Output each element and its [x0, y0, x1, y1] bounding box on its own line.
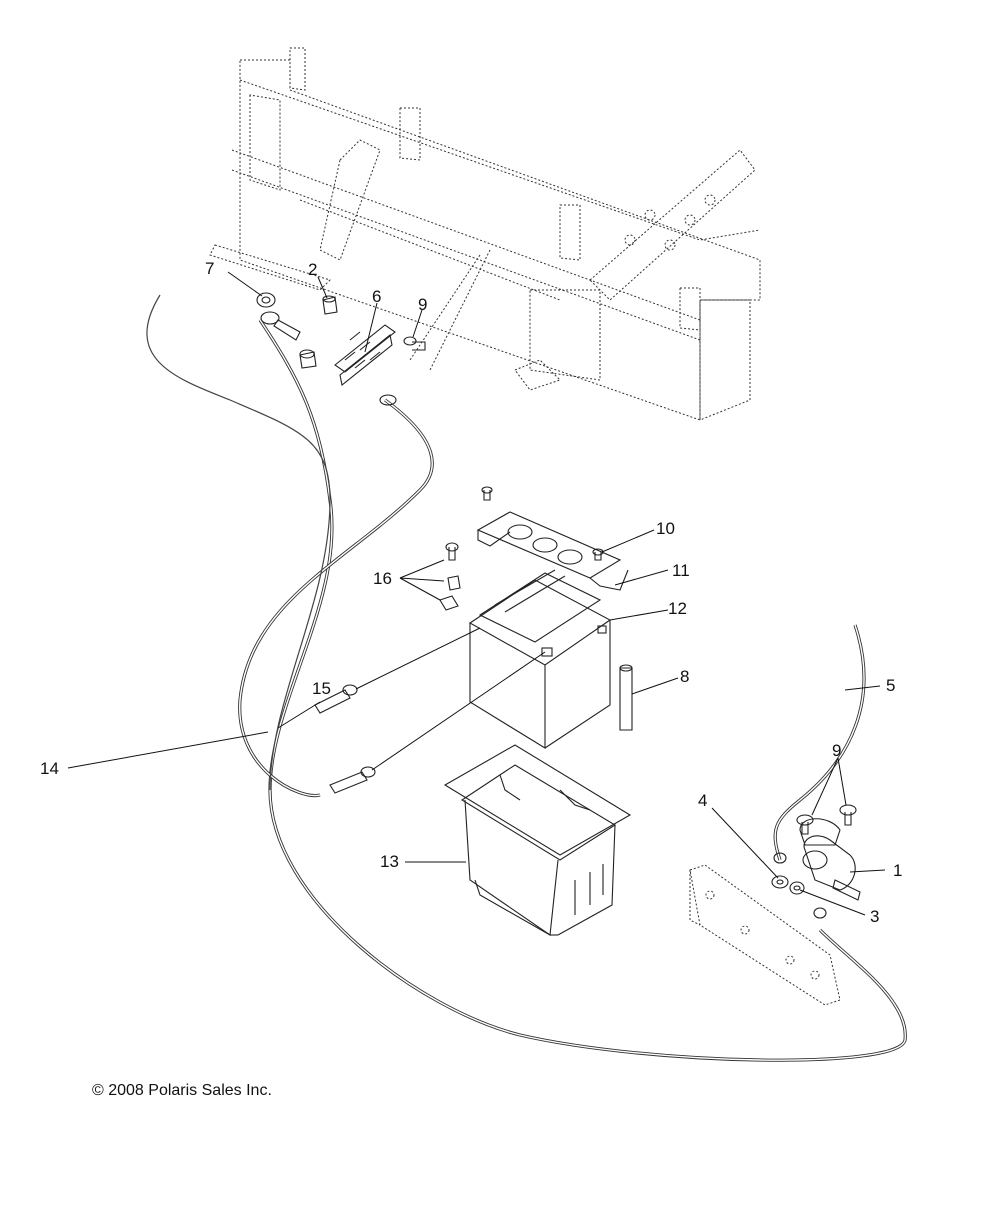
callout-15: 15 [312, 679, 331, 698]
callout-3: 3 [870, 907, 879, 926]
spacer-lower [299, 349, 317, 369]
solenoid [799, 818, 861, 901]
callout-10: 10 [656, 519, 675, 538]
callout-labels: 7 2 6 9 10 11 16 12 8 5 15 9 14 4 13 1 3 [40, 259, 902, 926]
callout-1: 1 [893, 861, 902, 880]
wire-5 [773, 624, 866, 861]
spacer-2 [322, 295, 338, 315]
callout-8: 8 [680, 667, 689, 686]
callout-9-solenoid: 9 [832, 741, 841, 760]
callout-11: 11 [672, 561, 690, 580]
callout-9-top: 9 [418, 295, 427, 314]
terminal-hardware-16 [439, 542, 461, 611]
hold-down-bracket [476, 511, 629, 591]
cable-15 [238, 398, 434, 798]
washer-4 [771, 875, 789, 889]
terminal-block [334, 324, 396, 386]
screw-9-solenoid-right [839, 804, 857, 826]
battery-box [443, 744, 632, 936]
cable-lug-top [260, 311, 301, 341]
callout-6: 6 [372, 287, 381, 306]
battery [468, 569, 612, 749]
callout-7: 7 [205, 259, 214, 278]
thin-wire [146, 294, 331, 791]
vehicle-frame [209, 47, 761, 421]
callout-12: 12 [668, 599, 687, 618]
screw-9-solenoid-left [796, 814, 814, 835]
cable-lug-solenoid [773, 852, 827, 919]
callout-4: 4 [698, 791, 707, 810]
vent-tube [619, 664, 633, 731]
callout-5: 5 [886, 676, 895, 695]
callout-2: 2 [308, 260, 317, 279]
cable-lug-battery-neg [329, 766, 376, 794]
cable-lug-block [379, 394, 397, 406]
callout-14: 14 [40, 759, 59, 778]
screw-9-top [403, 336, 426, 351]
callout-16: 16 [373, 569, 392, 588]
copyright-notice: © 2008 Polaris Sales Inc. [92, 1082, 272, 1099]
cable-lug-battery-pos [314, 684, 358, 714]
solenoid-mount-bracket [689, 864, 841, 1006]
nut-7 [256, 292, 276, 308]
leader-lines [67, 271, 886, 916]
screw-top-bracket [481, 486, 493, 501]
callout-13: 13 [380, 852, 399, 871]
nut-3 [789, 881, 805, 895]
